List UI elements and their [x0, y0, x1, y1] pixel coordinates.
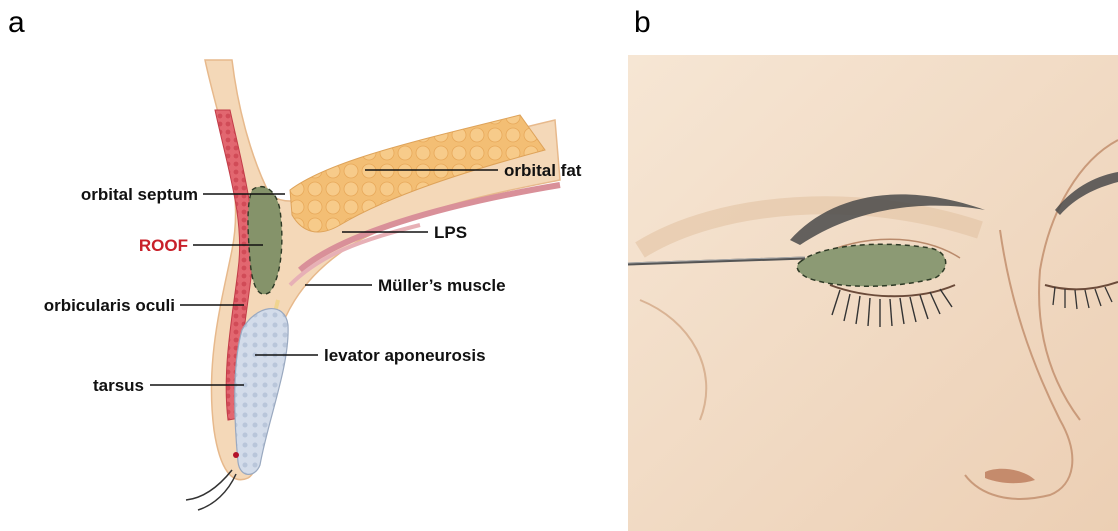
label-orbital-septum: orbital septum	[81, 185, 198, 204]
face-background	[628, 55, 1118, 531]
label-orbicularis-oculi: orbicularis oculi	[44, 296, 175, 315]
label-muller: Müller’s muscle	[378, 276, 506, 295]
roof-pad	[248, 187, 282, 295]
label-lps: LPS	[434, 223, 467, 242]
label-orbital-fat: orbital fat	[504, 161, 582, 180]
eyelash	[198, 474, 236, 510]
gland-orifice	[233, 452, 239, 458]
label-tarsus: tarsus	[93, 376, 144, 395]
face-illustration	[628, 55, 1118, 531]
label-levator-aponeurosis: levator aponeurosis	[324, 346, 486, 365]
label-roof: ROOF	[139, 236, 188, 255]
tarsus-plate	[235, 309, 288, 475]
eyelash	[186, 470, 232, 500]
